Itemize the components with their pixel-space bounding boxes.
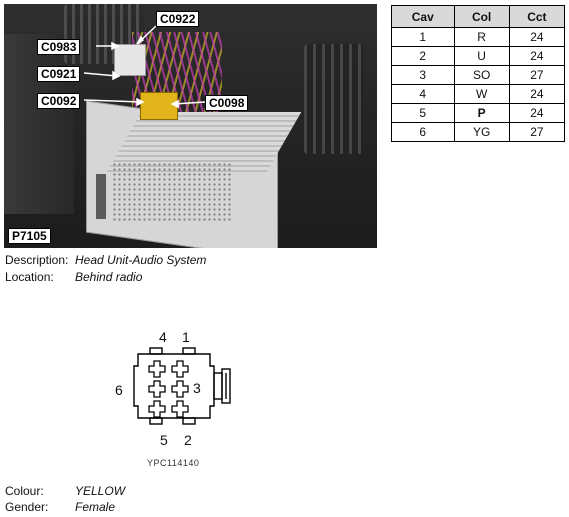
callout-label: C0922	[156, 11, 200, 27]
cct-cell: 24	[508, 103, 566, 123]
connector-face-diagram	[133, 347, 231, 425]
cav-cell: 3	[391, 65, 455, 85]
gender-row: Gender: Female	[5, 500, 115, 515]
pin-number: 2	[184, 432, 192, 448]
col-cell: P	[453, 103, 510, 123]
col-cell: YG	[453, 122, 510, 142]
radio-vent-holes	[112, 162, 232, 222]
callout-label: C0092	[37, 93, 81, 109]
cav-cell: 4	[391, 84, 455, 104]
cav-cell: 2	[391, 46, 455, 66]
cct-cell: 27	[508, 65, 566, 85]
col-cell: SO	[453, 65, 510, 85]
location-row: Location: Behind radio	[5, 270, 142, 285]
description-label: Description:	[5, 253, 69, 267]
colour-row: Colour: YELLOW	[5, 484, 125, 499]
cct-cell: 24	[508, 84, 566, 104]
callout-leader-lines	[83, 25, 206, 109]
photo-id-label: P7105	[8, 228, 51, 244]
col-cell: U	[453, 46, 510, 66]
gender-label: Gender:	[5, 500, 49, 514]
table-row: 4 W 24	[391, 84, 566, 104]
cav-cell: 5	[391, 103, 455, 123]
pin-number: 1	[182, 329, 190, 345]
air-vent	[304, 44, 364, 154]
table-header-row: Cav Col Cct	[391, 5, 566, 28]
description-value: Head Unit-Audio System	[75, 253, 207, 267]
cct-cell: 27	[508, 122, 566, 142]
pinout-table: Cav Col Cct 1 R 24 2 U 24 3 SO 27 4 W 24…	[391, 5, 566, 142]
gender-value: Female	[75, 500, 116, 514]
white-connector	[114, 44, 146, 76]
column-header: Cct	[508, 5, 566, 28]
dashboard-panel	[4, 34, 74, 214]
column-header: Cav	[391, 5, 455, 28]
col-cell: W	[453, 84, 510, 104]
cav-cell: 1	[391, 27, 455, 47]
description-row: Description: Head Unit-Audio System	[5, 253, 206, 268]
pin-number: 4	[159, 329, 167, 345]
cct-cell: 24	[508, 46, 566, 66]
pin-number: 6	[115, 382, 123, 398]
pin-number: 5	[160, 432, 168, 448]
colour-label: Colour:	[5, 484, 44, 498]
location-label: Location:	[5, 270, 54, 284]
colour-value: YELLOW	[75, 484, 126, 498]
cct-cell: 24	[508, 27, 566, 47]
callout-label: C0921	[37, 66, 81, 82]
connector-location-photo: C0922 C0983 C0921 C0092 C0098 P7105	[4, 4, 377, 248]
table-row: 1 R 24	[391, 27, 566, 47]
table-row: 3 SO 27	[391, 65, 566, 85]
table-row: 6 YG 27	[391, 122, 566, 142]
part-code: YPC114140	[147, 458, 200, 468]
table-row: 5 P 24	[391, 103, 566, 123]
radio-slot	[96, 174, 106, 219]
callout-label: C0983	[37, 39, 81, 55]
pin-number: 3	[193, 380, 201, 396]
cav-cell: 6	[391, 122, 455, 142]
callout-label: C0098	[205, 95, 249, 111]
location-value: Behind radio	[75, 270, 143, 284]
column-header: Col	[453, 5, 510, 28]
col-cell: R	[453, 27, 510, 47]
table-row: 2 U 24	[391, 46, 566, 66]
